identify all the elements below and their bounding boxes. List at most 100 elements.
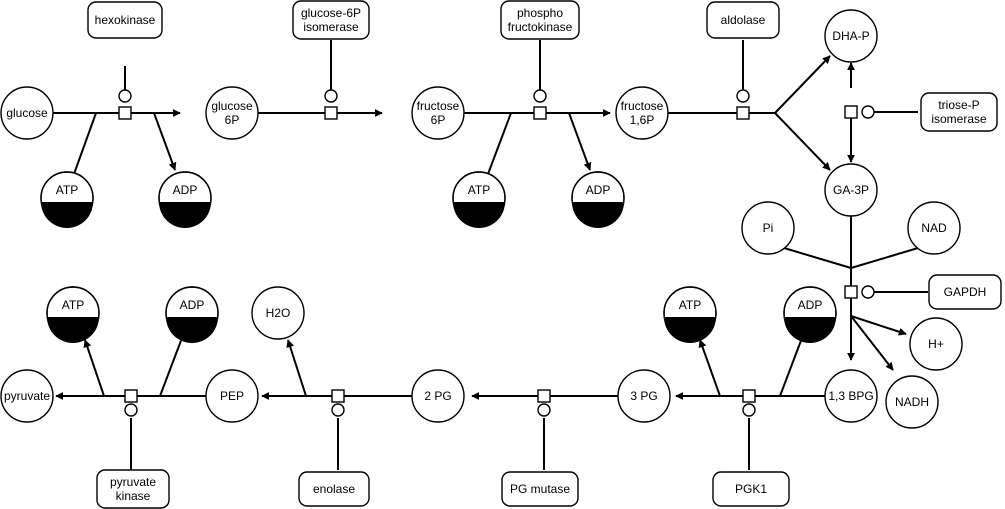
metabolite-dhap: DHA-P <box>824 9 878 63</box>
metabolite-circle <box>411 369 465 423</box>
label-text: 2 PG <box>424 389 451 403</box>
enzyme-aldolase: aldolase <box>706 1 780 39</box>
enzyme-box <box>87 1 163 39</box>
edge-nadh-out <box>850 315 894 371</box>
metabolite-3pg: 3 PG <box>617 369 671 423</box>
enzyme-box <box>96 469 170 509</box>
metabolite-circle <box>907 201 961 255</box>
label-text: ATP <box>679 298 701 312</box>
label-text: glucose-6P <box>301 6 361 20</box>
cofactor-adp-4: ADP <box>165 286 219 343</box>
metabolite-2pg: 2 PG <box>411 369 465 423</box>
edge-adp-in-4 <box>159 337 183 397</box>
edge-nad-in <box>850 247 919 269</box>
cofactor-fill <box>159 202 211 228</box>
metabolite-circle <box>824 9 878 63</box>
label-text: fructose <box>621 99 664 113</box>
metabolite-13bpg: 1,3 BPG <box>824 369 878 423</box>
edge-atp-in-2 <box>487 112 512 175</box>
label-text: 1,6P <box>630 113 655 127</box>
reaction-aldolase <box>736 106 750 120</box>
cofactor-atp-1: ATP <box>40 171 94 228</box>
cofactor-fill <box>47 317 99 343</box>
label-text: 3 PG <box>630 389 657 403</box>
edge-adp-out-1 <box>153 112 177 171</box>
cofactor-fill <box>572 202 624 228</box>
enzyme-enolase: enolase <box>298 471 370 507</box>
label-text: kinase <box>116 489 151 503</box>
tpi-catalysis-circle <box>861 105 875 119</box>
metabolite-h2o: H2O <box>251 286 305 340</box>
reaction-pfk <box>533 106 547 120</box>
label-text: ADP <box>586 183 611 197</box>
label-text: GA-3P <box>833 183 869 197</box>
cofactor-fill <box>166 317 218 343</box>
label-text: phospho <box>517 6 563 20</box>
cofactor-adp-3: ADP <box>783 286 837 343</box>
label-text: fructose <box>417 99 460 113</box>
metabolite-circle <box>824 163 878 217</box>
metabolite-circle <box>251 286 305 340</box>
enzyme-pgk1: PGK1 <box>712 471 790 507</box>
label-text: GAPDH <box>944 285 987 299</box>
cofactor-fill <box>453 202 505 228</box>
label-text: H2O <box>266 306 291 320</box>
edge-split-ga3p <box>774 112 831 171</box>
edge-atp-in-1 <box>73 112 97 175</box>
label-text: PG mutase <box>510 482 570 496</box>
metabolite-pi: Pi <box>741 201 795 255</box>
edge-atp-out-3 <box>698 339 721 397</box>
metabolite-circle <box>205 86 259 140</box>
metabolite-circle <box>615 86 669 140</box>
metabolite-nad: NAD <box>907 201 961 255</box>
cofactor-outline <box>783 286 837 340</box>
label-text: ADP <box>180 298 205 312</box>
label-text: DHA-P <box>832 29 869 43</box>
label-text: 6P <box>431 113 446 127</box>
metabolite-ga3p: GA-3P <box>824 163 878 217</box>
cofactor-fill <box>664 317 716 343</box>
enzyme-gapdh: GAPDH <box>928 274 1002 310</box>
cofactor-outline <box>158 171 212 225</box>
label-text: PGK1 <box>735 482 767 496</box>
cofactor-outline <box>40 171 94 225</box>
enzyme-box <box>706 1 780 39</box>
reaction-enolase <box>331 389 345 403</box>
enzyme-box <box>712 471 790 507</box>
cofactor-outline <box>165 286 219 340</box>
label-text: isomerase <box>303 20 359 34</box>
cofactor-outline <box>571 171 625 225</box>
metabolite-circle <box>885 375 939 429</box>
label-text: glucose <box>211 99 253 113</box>
mutase-catalysis-circle <box>537 403 551 417</box>
edge-adp-in-3 <box>779 337 803 397</box>
cofactor-adp-1: ADP <box>158 171 212 228</box>
label-text: Pi <box>763 221 774 235</box>
reaction-g6p-isomerase <box>324 106 338 120</box>
reaction-hexokinase <box>118 106 132 120</box>
label-text: hexokinase <box>95 13 156 27</box>
cofactor-fill <box>41 202 93 228</box>
metabolite-circle <box>741 201 795 255</box>
reaction-gapdh <box>844 285 858 299</box>
cofactor-atp-3: ATP <box>663 286 717 343</box>
pfk-catalysis-circle <box>533 89 547 103</box>
edge-hplus-out <box>850 315 907 336</box>
metabolite-circle <box>0 86 54 140</box>
pgk1-catalysis-circle <box>742 403 756 417</box>
gapdh-catalysis-circle <box>861 285 875 299</box>
label-text: ADP <box>173 183 198 197</box>
label-text: triose-P <box>938 98 979 112</box>
label-text: ATP <box>468 183 490 197</box>
edge-adp-out-2 <box>568 112 592 171</box>
label-text: 1,3 BPG <box>828 389 873 403</box>
aldolase-catalysis-circle <box>736 89 750 103</box>
enzyme-box <box>500 0 580 40</box>
